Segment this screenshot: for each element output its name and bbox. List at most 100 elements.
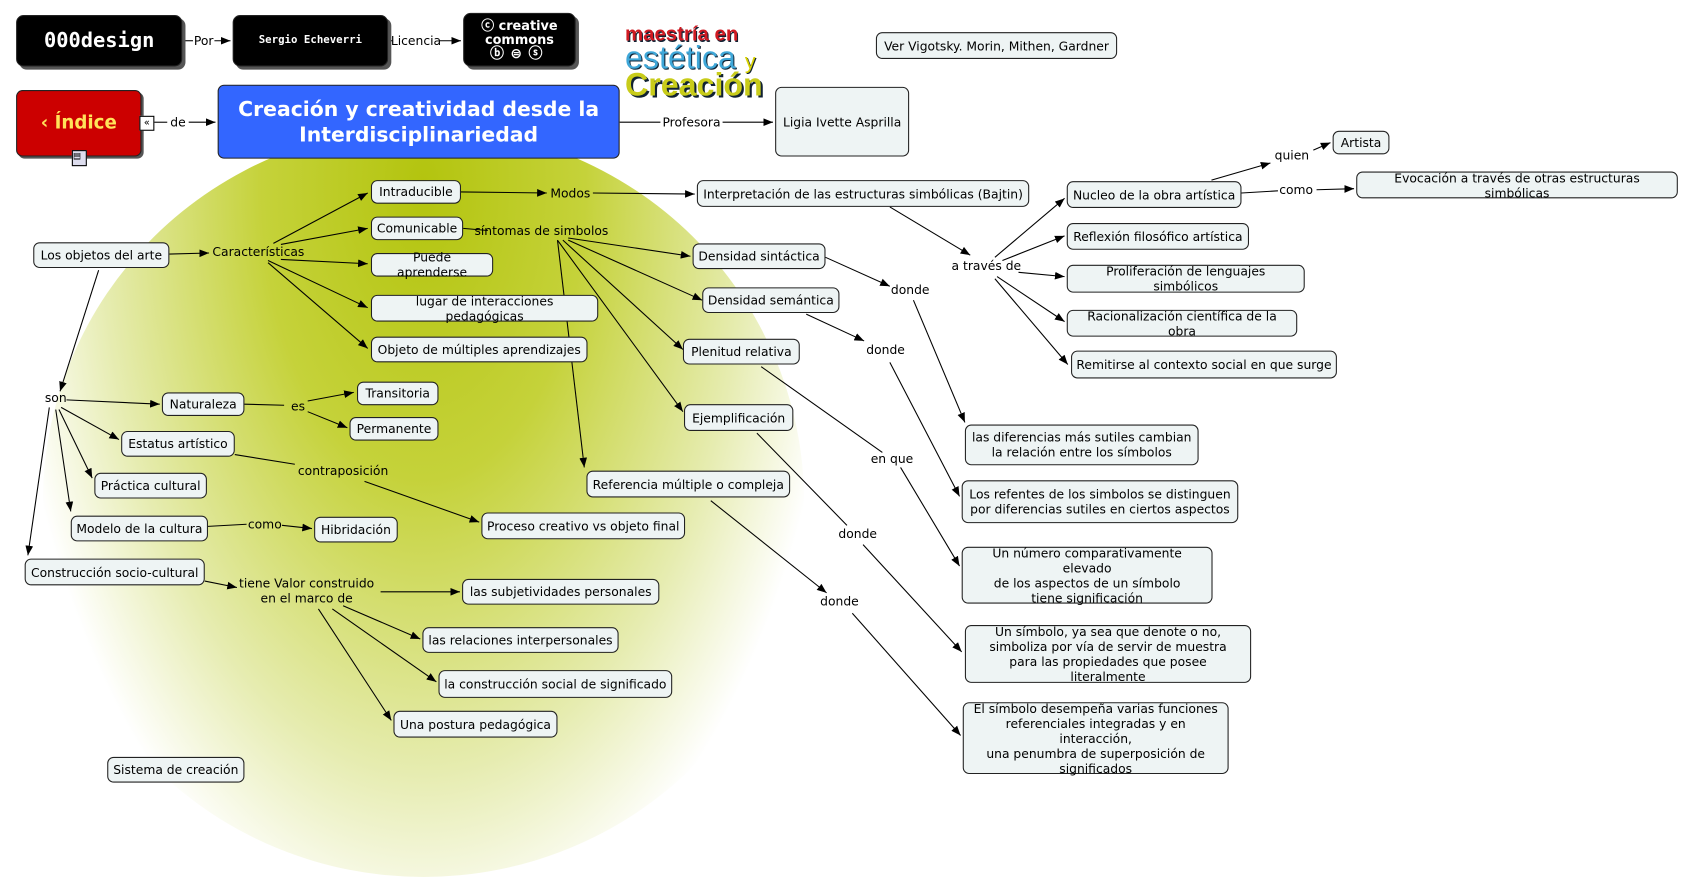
concept-permanente[interactable]: Permanente bbox=[349, 417, 439, 441]
concept-remitirse[interactable]: Remitirse al contexto social en que surg… bbox=[1071, 350, 1337, 379]
connector-line bbox=[244, 403, 285, 406]
connector-line bbox=[996, 276, 1065, 323]
link-de[interactable]: de bbox=[170, 114, 186, 130]
link-enque[interactable]: en que bbox=[870, 451, 914, 467]
concept-reflexion[interactable]: Reflexión filosófico artística bbox=[1066, 222, 1249, 250]
connector-line bbox=[169, 249, 210, 258]
index-node[interactable]: ‹ Índice bbox=[16, 90, 142, 157]
concept-estatus[interactable]: Estatus artístico bbox=[121, 430, 235, 457]
concept-interpretacion[interactable]: Interpretación de las estructuras simból… bbox=[696, 180, 1030, 207]
connector-line bbox=[889, 362, 961, 497]
concept-proliferacion[interactable]: Proliferación de lenguajes simbólicos bbox=[1066, 264, 1305, 294]
concept-numero[interactable]: Un número comparativamente elevado de lo… bbox=[961, 545, 1213, 605]
connector-line bbox=[1316, 185, 1355, 193]
connector-line bbox=[60, 406, 120, 441]
link-modos[interactable]: Modos bbox=[550, 185, 591, 201]
connector-line bbox=[307, 390, 354, 402]
concept-artista[interactable]: Artista bbox=[1332, 130, 1390, 155]
concept-construccion[interactable]: Construcción socio-cultural bbox=[24, 558, 205, 586]
connector-line bbox=[862, 544, 963, 653]
link-quien[interactable]: quien bbox=[1274, 147, 1310, 163]
concept-evocacion[interactable]: Evocación a través de otras estructuras … bbox=[1356, 170, 1678, 200]
concept-postura[interactable]: Una postura pedagógica bbox=[393, 710, 558, 738]
concept-racionalizacion[interactable]: Racionalización científica de la obra bbox=[1066, 308, 1298, 338]
link-por[interactable]: Por bbox=[193, 33, 214, 49]
concept-semantica[interactable]: Densidad semántica bbox=[702, 287, 840, 314]
concept-nucleo[interactable]: Nucleo de la obra artística bbox=[1066, 181, 1242, 208]
connector-line bbox=[567, 239, 703, 301]
concept-simbolo[interactable]: Un símbolo, ya sea que denote o no, simb… bbox=[964, 624, 1252, 684]
concept-referencia[interactable]: Referencia múltiple o compleja bbox=[586, 470, 791, 498]
concept-objetos[interactable]: Los objetos del arte bbox=[33, 242, 170, 269]
connector-line bbox=[55, 409, 74, 512]
link-donde3[interactable]: donde bbox=[838, 526, 877, 542]
concept-lugar[interactable]: lugar de interacciones pedagógicas bbox=[370, 293, 599, 323]
link-sintomas[interactable]: síntomas de simbolos bbox=[474, 222, 609, 239]
connector-line bbox=[1002, 235, 1065, 262]
background-blob bbox=[42, 126, 805, 877]
concept-diferencias[interactable]: las diferencias más sutiles cambian la r… bbox=[964, 424, 1199, 466]
resource-icon[interactable]: ▤ bbox=[71, 150, 87, 167]
link-contraposicion[interactable]: contraposición bbox=[297, 463, 389, 479]
collapse-icon[interactable]: « bbox=[139, 115, 155, 131]
concept-naturaleza[interactable]: Naturaleza bbox=[161, 392, 245, 416]
author-node[interactable]: Sergio Echeverri bbox=[232, 15, 389, 67]
connector-line bbox=[273, 192, 368, 244]
connector-line bbox=[463, 227, 488, 232]
connector-line bbox=[912, 299, 966, 423]
brand-node[interactable]: 000design bbox=[16, 15, 183, 67]
link-donde1[interactable]: donde bbox=[890, 281, 930, 297]
concept-ejemplificacion[interactable]: Ejemplificación bbox=[683, 404, 794, 431]
link-traves[interactable]: a través de bbox=[951, 258, 1022, 274]
concept-sistema[interactable]: Sistema de creación bbox=[107, 756, 245, 783]
link-como1[interactable]: como bbox=[1279, 182, 1314, 198]
connector-line bbox=[267, 260, 368, 309]
concept-intraducible[interactable]: Intraducible bbox=[370, 180, 462, 204]
link-como2[interactable]: como bbox=[247, 516, 282, 532]
concept-plenitud[interactable]: Plenitud relativa bbox=[682, 338, 800, 365]
concept-practica[interactable]: Práctica cultural bbox=[94, 472, 207, 499]
connector-line bbox=[900, 467, 960, 567]
link-son[interactable]: son bbox=[44, 390, 67, 406]
concept-proceso[interactable]: Proceso creativo vs objeto final bbox=[481, 512, 686, 540]
link-licencia[interactable]: Licencia bbox=[390, 33, 442, 49]
connector-line bbox=[562, 239, 684, 350]
connector-line bbox=[280, 226, 368, 245]
main-title-node[interactable]: Creación y creatividad desde la Interdis… bbox=[217, 84, 620, 159]
connector-line bbox=[234, 454, 295, 465]
connector-line bbox=[889, 206, 971, 256]
connector-line bbox=[1018, 271, 1065, 280]
link-donde2[interactable]: donde bbox=[866, 341, 905, 358]
concept-sintactica[interactable]: Densidad sintáctica bbox=[692, 243, 826, 270]
connector-line bbox=[760, 366, 883, 453]
connector-line bbox=[317, 608, 392, 721]
link-profesora[interactable]: Profesora bbox=[662, 114, 721, 130]
concept-comunicable[interactable]: Comunicable bbox=[370, 216, 464, 241]
concept-transitoria[interactable]: Transitoria bbox=[357, 381, 439, 406]
connector-line bbox=[25, 407, 50, 556]
link-es[interactable]: es bbox=[291, 398, 306, 414]
professor-node[interactable]: Ligia Ivette Asprilla bbox=[775, 86, 910, 157]
concept-aprenderse[interactable]: Puede aprenderse bbox=[370, 250, 494, 280]
license-icons: ⓑ⊜ⓢ bbox=[489, 45, 549, 62]
link-caracteristicas[interactable]: Características bbox=[212, 244, 305, 260]
connector-line bbox=[267, 262, 369, 349]
concept-refentes[interactable]: Los refentes de los simbolos se distingu… bbox=[961, 480, 1239, 524]
connector-line bbox=[281, 523, 313, 532]
link-tiene[interactable]: tiene Valor construido en el marco de bbox=[239, 575, 375, 606]
note-node[interactable]: Ver Vigotsky. Morin, Mithen, Gardner bbox=[875, 32, 1118, 59]
concept-relaciones[interactable]: las relaciones interpersonales bbox=[422, 627, 619, 653]
connector-line bbox=[342, 605, 421, 640]
link-donde4[interactable]: donde bbox=[820, 593, 859, 609]
connector-line bbox=[710, 500, 827, 594]
chevron-left-icon: ‹ bbox=[40, 112, 55, 135]
concept-modelo[interactable]: Modelo de la cultura bbox=[70, 515, 208, 542]
concept-subjetividades[interactable]: las subjetividades personales bbox=[462, 578, 660, 605]
concept-hibridacion[interactable]: Hibridación bbox=[314, 516, 398, 543]
concept-objeto[interactable]: Objeto de múltiples aprendizajes bbox=[370, 336, 588, 363]
concept-desempena[interactable]: El símbolo desempeña varias funciones re… bbox=[962, 701, 1229, 776]
concept-construccion-social[interactable]: la construcción social de significado bbox=[438, 670, 673, 698]
connector-line bbox=[59, 270, 100, 392]
